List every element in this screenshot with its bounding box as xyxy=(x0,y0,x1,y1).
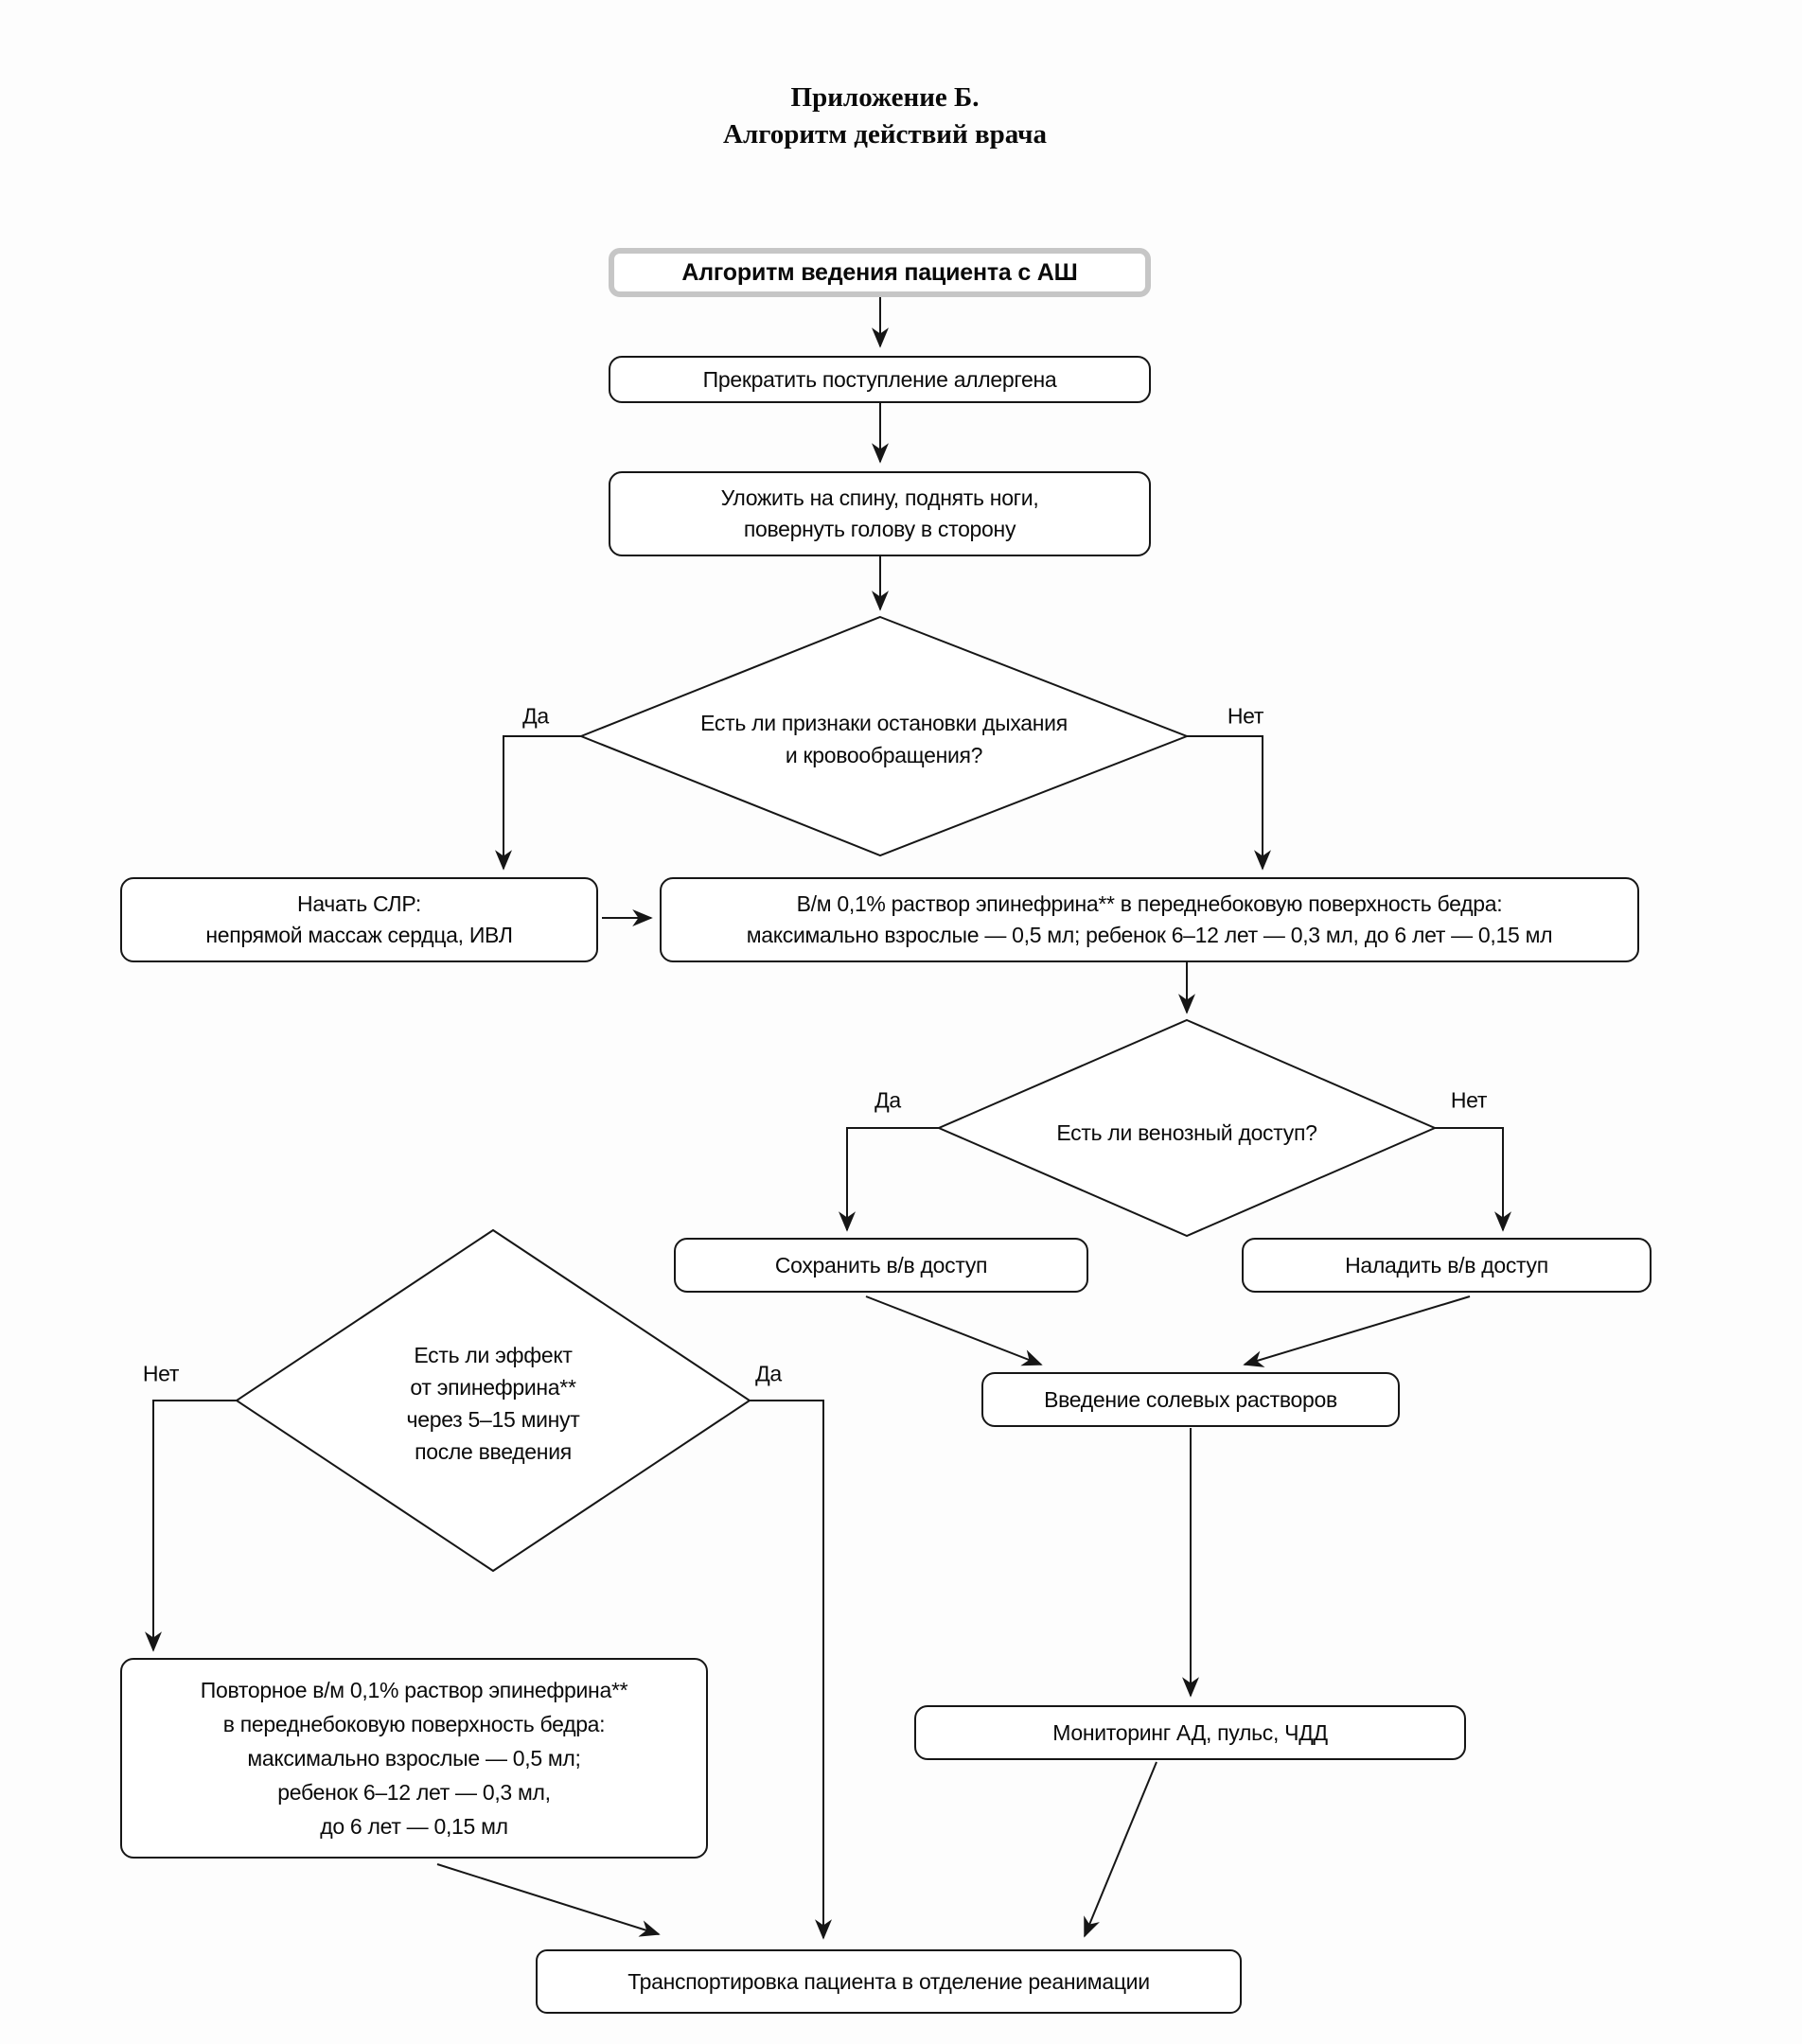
decision-arrest-yes-label: Да xyxy=(522,703,549,729)
decision-effect-yes-label: Да xyxy=(755,1361,782,1386)
cpr-node: Начать СЛР: непрямой массаж сердца, ИВЛ xyxy=(120,877,598,962)
stop-allergen-node: Прекратить поступление аллергена xyxy=(609,356,1151,403)
decision-iv-line1: Есть ли венозный доступ? xyxy=(1056,1120,1317,1145)
establish-iv-node: Наладить в/в доступ xyxy=(1242,1238,1652,1293)
decision-arrest-line1: Есть ли признаки остановки дыхания xyxy=(700,711,1068,735)
connector-repeat-to-transport xyxy=(437,1864,661,1937)
connector-monitoring-to-transport xyxy=(1085,1762,1157,1938)
keep-iv-node: Сохранить в/в доступ xyxy=(674,1238,1088,1293)
repeat-epinephrine-line3: максимально взрослые — 0,5 мл; xyxy=(247,1746,581,1771)
repeat-epinephrine-line5: до 6 лет — 0,15 мл xyxy=(320,1814,508,1839)
decision-arrest-no-label: Нет xyxy=(1227,703,1264,729)
decision-effect-line1: Есть ли эффект xyxy=(414,1343,573,1367)
page-title-line2: Алгоритм действий врача xyxy=(723,119,1047,150)
decision-effect-line3: через 5–15 минут xyxy=(406,1407,580,1432)
transport-node: Транспортировка пациента в отделение реа… xyxy=(536,1949,1242,2014)
start-node: Алгоритм ведения пациента с АШ xyxy=(609,248,1151,297)
stop-allergen-label: Прекратить поступление аллергена xyxy=(702,366,1057,392)
page-title-line1: Приложение Б. xyxy=(790,82,980,113)
connector-decision1-yes xyxy=(495,736,581,871)
connector-establishiv-to-saline xyxy=(1243,1296,1470,1367)
saline-node: Введение солевых растворов xyxy=(981,1372,1400,1427)
epinephrine-line2: максимально взрослые — 0,5 мл; ребенок 6… xyxy=(746,923,1553,947)
repeat-epinephrine-line4: ребенок 6–12 лет — 0,3 мл, xyxy=(277,1780,551,1805)
connector-decision3-no xyxy=(145,1401,237,1652)
decision-effect-diamond-shape xyxy=(237,1230,750,1571)
connector-decision2-yes xyxy=(839,1128,939,1232)
saline-label: Введение солевых растворов xyxy=(1044,1386,1337,1412)
decision-iv-text: Есть ли венозный доступ? xyxy=(1056,1117,1317,1149)
decision-effect-text: Есть ли эффект от эпинефрина** через 5–1… xyxy=(407,1339,580,1468)
decision-arrest-line2: и кровообращения? xyxy=(785,743,983,767)
decision-arrest-diamond-shape xyxy=(581,617,1187,855)
decision-effect-line2: от эпинефрина** xyxy=(410,1375,576,1400)
decision-iv-diamond-shape xyxy=(939,1020,1435,1236)
epinephrine-node: В/м 0,1% раствор эпинефрина** в переднеб… xyxy=(660,877,1639,962)
lay-down-line1: Уложить на спину, поднять ноги, xyxy=(720,485,1039,510)
page-title: Приложение Б. Алгоритм действий врача xyxy=(0,79,1770,153)
decision-arrest-text: Есть ли признаки остановки дыхания и кро… xyxy=(700,707,1068,771)
decision-effect-line4: после введения xyxy=(415,1439,572,1464)
establish-iv-label: Наладить в/в доступ xyxy=(1345,1252,1548,1278)
transport-label: Транспортировка пациента в отделение реа… xyxy=(627,1968,1150,1994)
monitoring-node: Мониторинг АД, пульс, ЧДД xyxy=(914,1705,1466,1760)
decision-effect-no-label: Нет xyxy=(142,1361,180,1386)
decision-iv-no-label: Нет xyxy=(1450,1087,1488,1113)
repeat-epinephrine-line1: Повторное в/м 0,1% раствор эпинефрина** xyxy=(200,1678,628,1702)
start-node-label: Алгоритм ведения пациента с АШ xyxy=(681,258,1078,286)
cpr-line1: Начать СЛР: xyxy=(297,891,421,916)
lay-down-line2: повернуть голову в сторону xyxy=(743,517,1016,541)
connector-decision1-no xyxy=(1187,736,1271,871)
monitoring-label: Мониторинг АД, пульс, ЧДД xyxy=(1052,1719,1328,1745)
repeat-epinephrine-line2: в переднебоковую поверхность бедра: xyxy=(222,1712,606,1736)
cpr-line2: непрямой массаж сердца, ИВЛ xyxy=(205,923,513,947)
connector-decision2-no xyxy=(1435,1128,1511,1232)
epinephrine-line1: В/м 0,1% раствор эпинефрина** в переднеб… xyxy=(796,891,1503,916)
lay-down-node: Уложить на спину, поднять ноги, повернут… xyxy=(609,471,1151,556)
connector-keepiv-to-saline xyxy=(866,1296,1043,1366)
keep-iv-label: Сохранить в/в доступ xyxy=(774,1252,988,1278)
decision-iv-yes-label: Да xyxy=(874,1087,901,1113)
repeat-epinephrine-node: Повторное в/м 0,1% раствор эпинефрина** … xyxy=(120,1658,708,1859)
connector-decision3-yes xyxy=(750,1401,832,1940)
